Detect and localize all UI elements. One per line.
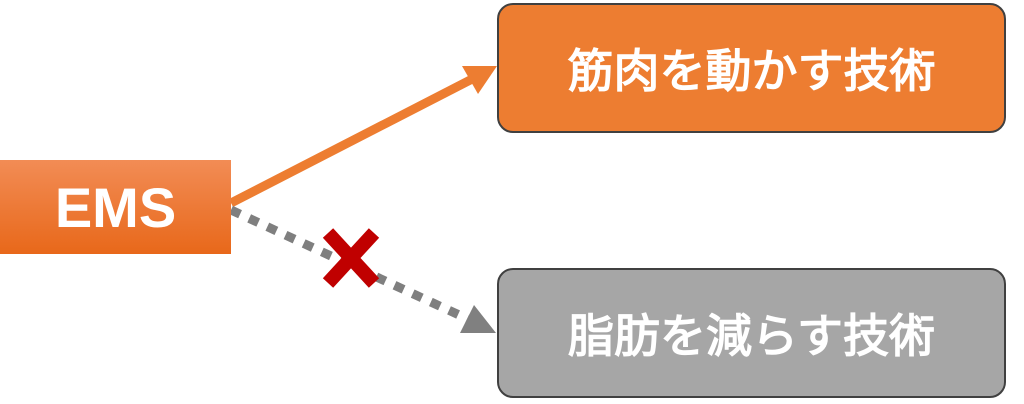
fat-reduction-box: 脂肪を減らす技術 bbox=[497, 268, 1006, 398]
dotted-arrow-to-fat bbox=[229, 205, 472, 325]
cross-mark-icon bbox=[322, 228, 380, 288]
arrowhead-orange bbox=[462, 66, 497, 94]
ems-box: EMS bbox=[0, 160, 231, 254]
arrow-to-muscle bbox=[228, 71, 481, 208]
arrowhead-gray bbox=[460, 305, 496, 333]
muscle-technology-box: 筋肉を動かす技術 bbox=[497, 3, 1006, 133]
